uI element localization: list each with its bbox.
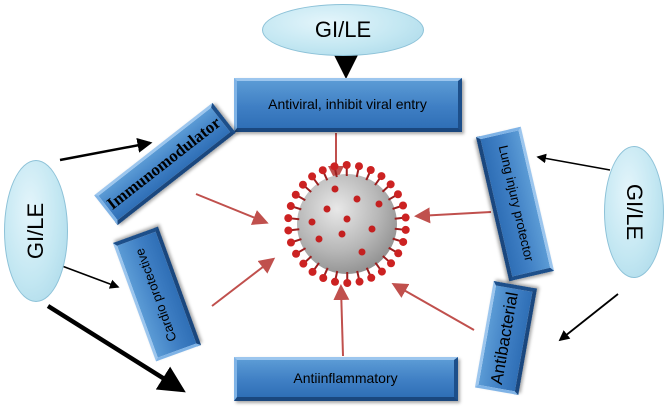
virus-spike xyxy=(343,278,352,287)
virus-spike xyxy=(366,165,375,174)
virus-spike xyxy=(291,190,300,199)
gi-le-label-right: GI/LE xyxy=(622,183,647,241)
gi-le-label-top: GI/LE xyxy=(314,17,372,42)
antibacterial-label: Antibacterial xyxy=(487,290,523,386)
arrow-antiinflammatory-to-virus xyxy=(333,284,350,357)
virus-spike xyxy=(342,161,351,170)
virus-surface-spike xyxy=(308,218,316,226)
virus-spike xyxy=(318,166,327,175)
antiviral-box: Antiviral, inhibit viral entry xyxy=(234,78,462,132)
virus-spike xyxy=(355,277,364,286)
antiviral-label: Antiviral, inhibit viral entry xyxy=(268,95,427,112)
virus-spike xyxy=(298,180,307,189)
gi-le-ellipse-left: GI/LE xyxy=(4,160,68,302)
virus-spike xyxy=(394,249,403,258)
gi-le-ellipse-top: GI/LE xyxy=(262,4,424,56)
antiinflammatory-box: Antiinflammatory xyxy=(234,357,458,401)
effect-arrows xyxy=(195,133,492,357)
virus-spike xyxy=(308,267,317,276)
virus-spike xyxy=(308,172,317,181)
virus-spike xyxy=(286,238,295,247)
virus-spike xyxy=(319,274,328,283)
virus-spike xyxy=(286,202,295,211)
arrow-cardio-to-virus xyxy=(211,257,276,307)
virus-spike xyxy=(386,180,395,189)
arrow-right-to-lung xyxy=(536,153,611,171)
virus-surface-spike xyxy=(368,225,376,233)
virus-surface-spike xyxy=(358,248,366,256)
virus-surface-spike xyxy=(315,235,323,243)
virus-spike xyxy=(377,267,386,276)
virus-spike xyxy=(399,201,408,210)
virus-spike xyxy=(401,213,410,222)
virus-spike xyxy=(367,273,376,282)
virus-spike xyxy=(399,237,408,246)
gi-le-label-left: GI/LE xyxy=(23,202,48,260)
virus-spike xyxy=(387,259,396,268)
arrow-left-to-cardio xyxy=(61,265,120,289)
virus-spike xyxy=(292,249,301,258)
virus-surface-spike xyxy=(353,195,361,203)
virus-spike xyxy=(284,214,293,223)
virus-image xyxy=(284,161,410,287)
virus-spike xyxy=(393,190,402,199)
virus-spike xyxy=(377,172,386,181)
gi-le-ellipse-right: GI/LE xyxy=(604,146,664,278)
virus-surface-spike xyxy=(323,205,331,213)
arrow-right-to-antibacterial xyxy=(558,293,619,342)
arrow-left-to-immunomodulator xyxy=(59,137,153,162)
virus-spike xyxy=(331,277,340,286)
virus-surface-spike xyxy=(331,185,339,193)
virus-spike xyxy=(284,226,293,235)
arrow-left-to-antiinflammatory xyxy=(46,304,186,393)
arrow-lung-to-virus xyxy=(414,207,492,224)
virus-spike xyxy=(299,259,308,268)
virus-surface-spike xyxy=(343,215,351,223)
virus-spike xyxy=(354,162,363,171)
virus-spike xyxy=(330,162,339,171)
arrow-antibacterial-to-virus xyxy=(391,283,475,331)
virus-spike xyxy=(401,225,410,234)
virus-surface-spike xyxy=(375,200,383,208)
antiinflammatory-label: Antiinflammatory xyxy=(293,369,398,386)
virus-surface-spike xyxy=(338,230,346,238)
arrow-immunomodulator-to-virus xyxy=(195,193,269,225)
source-arrows xyxy=(46,55,619,393)
